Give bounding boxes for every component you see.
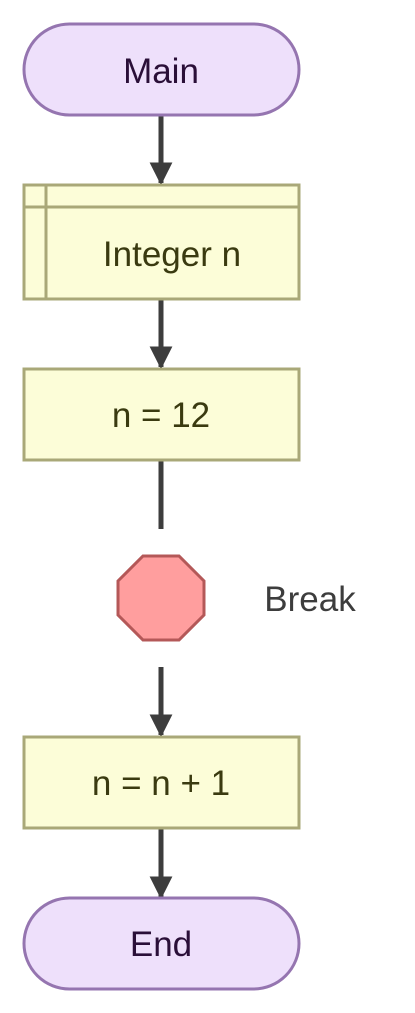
assign-node: n = 12 [22,367,301,462]
end-label: End [130,925,192,964]
increment-box-shape [22,735,301,830]
assign-label: n = 12 [112,396,210,435]
assign-box-shape [22,367,301,462]
declare-label: Integer n [103,235,241,274]
end-node: End [22,896,301,991]
declare-node: Integer n [22,183,301,301]
start-label: Main [123,52,199,91]
increment-node: n = n + 1 [22,735,301,830]
increment-label: n = n + 1 [92,764,230,803]
break-node: Break [116,554,356,642]
start-node: Main [22,22,301,117]
end-terminal-shape [22,896,301,991]
start-terminal-shape [22,22,301,117]
stop-octagon-icon [116,554,206,642]
break-label: Break [264,580,356,619]
declare-box-shape [22,183,301,301]
